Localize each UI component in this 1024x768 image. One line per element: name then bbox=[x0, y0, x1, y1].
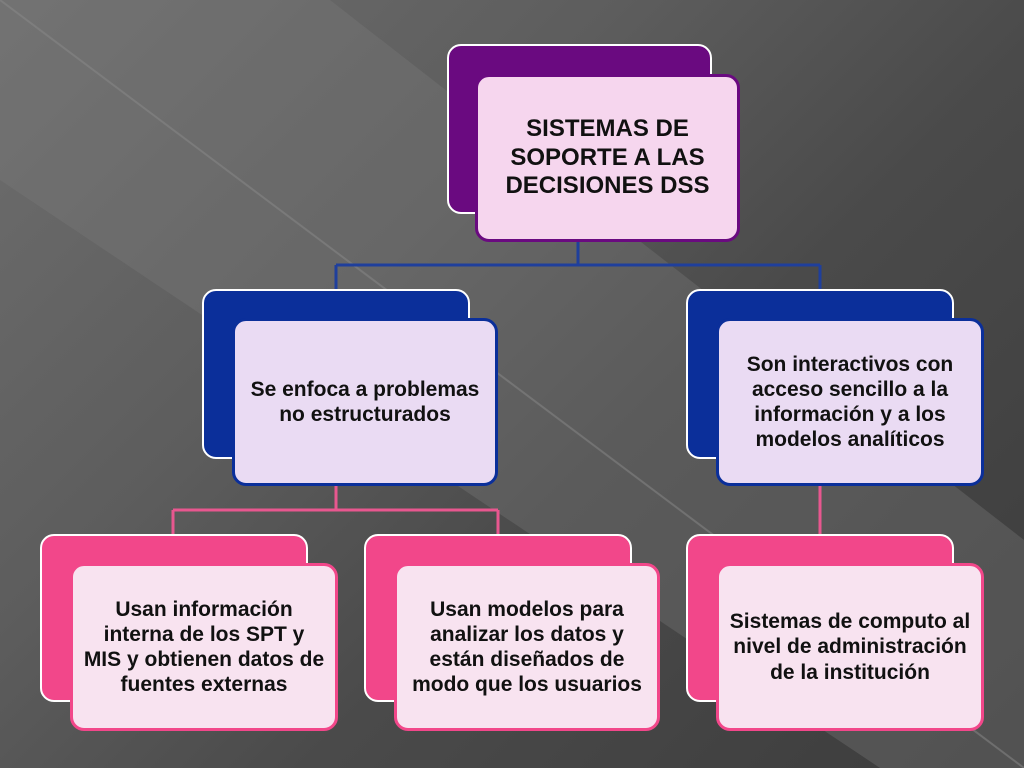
leaf-node-1-text: Usan información interna de los SPT y MI… bbox=[83, 597, 325, 697]
right-node-text: Son interactivos con acceso sencillo a l… bbox=[746, 352, 954, 452]
leaf-node-3-text: Sistemas de computo al nivel de administ… bbox=[729, 610, 971, 684]
root-node-text: SISTEMAS DE SOPORTE A LAS DECISIONES DSS bbox=[505, 114, 710, 200]
leaf-node-3-card: Sistemas de computo al nivel de administ… bbox=[716, 563, 984, 731]
right-node-card: Son interactivos con acceso sencillo a l… bbox=[716, 318, 984, 486]
leaf-node-1-card: Usan información interna de los SPT y MI… bbox=[70, 563, 338, 731]
left-node-card: Se enfoca a problemas no estructurados bbox=[232, 318, 498, 486]
left-node-text: Se enfoca a problemas no estructurados bbox=[250, 377, 480, 426]
root-node-card: SISTEMAS DE SOPORTE A LAS DECISIONES DSS bbox=[475, 74, 740, 242]
leaf-node-2-text: Usan modelos para analizar los datos y e… bbox=[412, 597, 642, 697]
leaf-node-2-card: Usan modelos para analizar los datos y e… bbox=[394, 563, 660, 731]
